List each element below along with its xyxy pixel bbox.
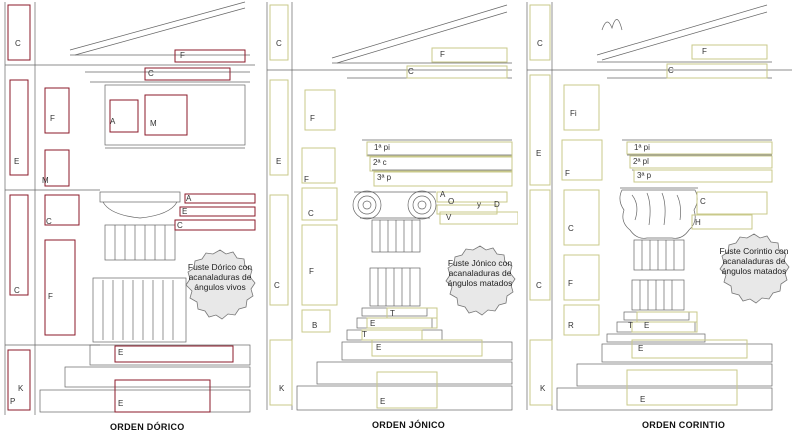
label-f-cornice: F bbox=[702, 47, 707, 56]
label-e-bot: E bbox=[380, 397, 386, 406]
label-e-step: E bbox=[118, 399, 124, 408]
label-c-mid: C bbox=[308, 209, 314, 218]
label-c-cap: C bbox=[177, 221, 183, 230]
label-e: E bbox=[536, 149, 542, 158]
label-f-mid: F bbox=[304, 175, 309, 184]
label-pi2: 2ª pl bbox=[633, 157, 649, 166]
label-t1: T bbox=[390, 309, 395, 318]
label-v: V bbox=[446, 213, 452, 222]
fuste-note-corintio-text: Fuste Corintio con acanaladuras de ángul… bbox=[719, 246, 789, 276]
label-e-step: E bbox=[638, 344, 644, 353]
label-f-shaft: F bbox=[48, 292, 53, 301]
label-m-frieze: M bbox=[150, 119, 157, 128]
label-k: K bbox=[18, 384, 24, 393]
label-c-cornice: C bbox=[668, 66, 674, 75]
label-t2: T bbox=[362, 330, 367, 339]
label-b: B bbox=[312, 321, 318, 330]
label-p: P bbox=[10, 397, 16, 406]
label-r: R bbox=[568, 321, 574, 330]
label-fi: Fi bbox=[570, 109, 577, 118]
fuste-note-dorico-text: Fuste Dórico con acanaladuras de ángulos… bbox=[187, 262, 253, 292]
dorico-drawing bbox=[4, 1, 256, 415]
label-e-cap: E bbox=[182, 207, 188, 216]
label-a: A bbox=[440, 190, 446, 199]
fuste-note-jonico-text: Fuste Jónico con acanaladuras de ángulos… bbox=[447, 258, 513, 288]
label-f-left: F bbox=[50, 114, 55, 123]
label-pi3: 3ª p bbox=[637, 171, 652, 180]
label-c-low: C bbox=[274, 281, 280, 290]
label-c-top: C bbox=[15, 39, 21, 48]
title-jonico: ORDEN JÓNICO bbox=[372, 420, 446, 430]
label-e: E bbox=[276, 157, 282, 166]
label-f-left: F bbox=[310, 114, 315, 123]
fuste-note-dorico: Fuste Dórico con acanaladuras de ángulos… bbox=[184, 248, 256, 320]
title-dorico: ORDEN DÓRICO bbox=[110, 422, 185, 432]
corintio-drawing bbox=[526, 2, 792, 411]
label-f-cornice: F bbox=[180, 51, 185, 60]
label-k: K bbox=[540, 384, 546, 393]
label-pi1: 1ª pi bbox=[634, 143, 650, 152]
label-pi3: 3ª p bbox=[377, 173, 392, 182]
label-m: M bbox=[42, 176, 49, 185]
label-f-shaft: F bbox=[568, 279, 573, 288]
label-c-top: C bbox=[537, 39, 543, 48]
panel-dorico: C E C K P F M C F A M F C A E C E E Fust… bbox=[0, 0, 258, 435]
label-c-mid: C bbox=[568, 224, 574, 233]
label-t: T bbox=[628, 321, 633, 330]
label-y: y bbox=[477, 200, 481, 209]
label-c-mid: C bbox=[46, 217, 52, 226]
label-e-base: E bbox=[644, 321, 650, 330]
fuste-note-jonico: Fuste Jónico con acanaladuras de ángulos… bbox=[444, 244, 516, 316]
label-c-top: C bbox=[276, 39, 282, 48]
label-e-base: E bbox=[118, 348, 124, 357]
fuste-note-corintio: Fuste Corintio con acanaladuras de ángul… bbox=[718, 232, 790, 304]
jonico-drawing bbox=[266, 2, 518, 411]
label-c-cap: C bbox=[700, 197, 706, 206]
title-corintio: ORDEN CORINTIO bbox=[642, 420, 726, 430]
label-pi1: 1ª pi bbox=[374, 143, 390, 152]
label-f-mid: F bbox=[565, 169, 570, 178]
label-c-low: C bbox=[536, 281, 542, 290]
label-f-cornice: F bbox=[440, 50, 445, 59]
label-c-cornice: C bbox=[408, 67, 414, 76]
label-a-cap: A bbox=[186, 194, 192, 203]
label-e-base: E bbox=[370, 319, 376, 328]
label-h: H bbox=[695, 218, 701, 227]
label-e: E bbox=[14, 157, 20, 166]
label-pi2: 2ª c bbox=[373, 158, 387, 167]
label-c-low: C bbox=[14, 286, 20, 295]
label-d: D bbox=[494, 200, 500, 209]
label-k: K bbox=[279, 384, 285, 393]
label-o: O bbox=[448, 197, 455, 206]
label-a-small: A bbox=[110, 117, 116, 126]
label-f-shaft: F bbox=[309, 267, 314, 276]
panel-corintio: C E C K Fi F C F R F C 1ª pi 2ª pl 3ª p … bbox=[522, 0, 800, 435]
label-e-bot: E bbox=[640, 395, 646, 404]
label-e-step: E bbox=[376, 343, 382, 352]
panel-jonico: C E C K F F C F B F C 1ª pi 2ª c 3ª p A … bbox=[262, 0, 518, 435]
label-c-cornice: C bbox=[148, 69, 154, 78]
